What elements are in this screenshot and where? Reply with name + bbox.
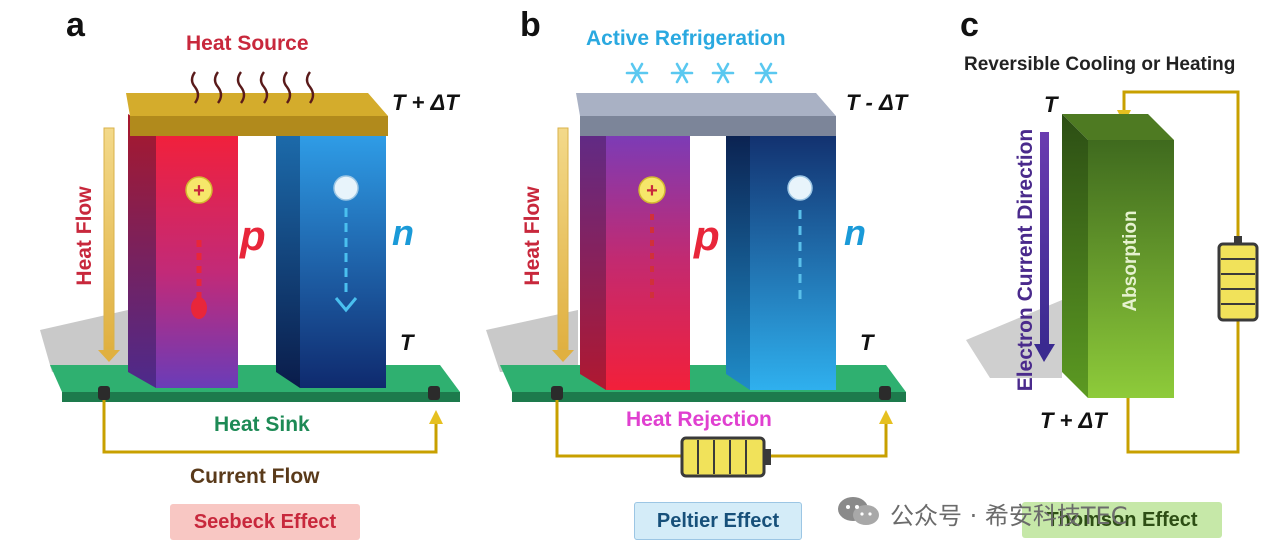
- panel-a-n-leg-side: [276, 120, 300, 388]
- panel-c-letter: c: [960, 6, 979, 44]
- panel-a-heat-sink-front: [62, 392, 460, 402]
- panel-a-effect-label: Seebeck Effect: [170, 504, 360, 540]
- panel-a-heat-waves: [190, 71, 315, 104]
- panel-a-p-label: p: [240, 212, 266, 259]
- panel-a-temp-top: T + ΔT: [392, 90, 459, 115]
- panel-b-p-label: p: [694, 212, 720, 259]
- panel-a-connector-left: [98, 386, 110, 400]
- panel-c-electron-arrow: [1040, 132, 1049, 346]
- panel-b-cold-plate-top: [576, 93, 836, 116]
- panel-a-hole-drop: [191, 297, 207, 319]
- panel-a-heat-sink-top: [50, 365, 460, 392]
- panel-b-connector-right: [879, 386, 891, 400]
- panel-b-heat-flow-arrowhead: [552, 350, 574, 362]
- panel-c-shadow: [966, 300, 1062, 378]
- panel-b-connector-left: [551, 386, 563, 400]
- panel-b-battery-icon: [680, 436, 771, 478]
- panel-a-p-leg-side: [128, 114, 156, 388]
- panel-b-n-leg-side: [726, 120, 750, 390]
- panel-b-p-leg-side: [580, 114, 606, 390]
- panel-c-temp-bottom: T + ΔT: [1040, 408, 1107, 433]
- panel-c-battery-icon: [1217, 236, 1259, 322]
- panel-a-heat-flow-label: Heat Flow: [73, 186, 96, 286]
- panel-b-title: Active Refrigeration: [586, 27, 786, 50]
- panel-a-wire: [102, 400, 438, 454]
- panel-b-cold-plate-front: [580, 116, 836, 136]
- panel-b-p-leg: [606, 132, 690, 390]
- panel-c-effect-label: Thomson Effect: [1022, 502, 1222, 538]
- panel-b: +: [486, 62, 906, 478]
- panel-a-heat-flow-arrow: [103, 127, 115, 351]
- panel-a-heat-source-top: [126, 93, 388, 116]
- panel-a-letter: a: [66, 6, 85, 44]
- panel-b-effect-label: Peltier Effect: [634, 502, 802, 540]
- panel-b-hot-plate-front: [512, 392, 906, 402]
- panel-c-temp-top: T: [1044, 92, 1058, 117]
- panel-c-block-side: [1062, 114, 1088, 398]
- panel-a-hole-plus: +: [193, 180, 205, 202]
- panel-a-hole-symbol: [185, 176, 213, 204]
- panel-b-snowflake-icons: [625, 62, 778, 84]
- panel-b-heat-flow-arrow: [557, 127, 569, 351]
- watermark-logo-icon: [836, 493, 882, 529]
- panel-b-shadow: [486, 310, 578, 372]
- panel-a-heat-sink-label: Heat Sink: [214, 413, 310, 436]
- panel-b-heat-rejection-label: Heat Rejection: [626, 408, 772, 431]
- panel-a-temp-bottom: T: [400, 330, 414, 355]
- panel-a-current-flow-label: Current Flow: [190, 465, 320, 488]
- panel-a: +: [40, 71, 460, 454]
- panel-a-electron-arrowhead: [334, 297, 358, 313]
- panel-c-block-front: [1088, 140, 1174, 398]
- panel-c-electron-direction-label: Electron Current Direction: [1014, 128, 1037, 392]
- panel-c-block-label: Absorption: [1120, 210, 1141, 312]
- panel-a-n-leg: [300, 132, 386, 388]
- panel-c-title: Reversible Cooling or Heating: [964, 54, 1236, 75]
- panel-b-letter: b: [520, 6, 541, 44]
- panel-a-heat-source-label: Heat Source: [186, 32, 309, 55]
- panel-a-heat-flow-arrowhead: [98, 350, 120, 362]
- panel-a-n-label: n: [392, 212, 414, 253]
- watermark-text: 公众号 · 希安科技TEC: [890, 502, 1128, 530]
- panel-c: [966, 90, 1259, 454]
- panel-b-temp-bottom: T: [860, 330, 874, 355]
- panel-b-n-leg: [750, 132, 836, 390]
- panel-a-connector-right: [428, 386, 440, 400]
- panel-b-hole-symbol: [638, 176, 666, 204]
- panel-c-block-top: [1062, 114, 1174, 140]
- panel-a-shadow: [40, 310, 128, 372]
- panel-b-wire-arrowhead: [879, 410, 893, 424]
- panel-a-wire-arrowhead: [429, 410, 443, 424]
- panel-a-electron-symbol: [333, 175, 359, 201]
- panel-b-heat-flow-label: Heat Flow: [521, 186, 544, 286]
- panel-b-n-label: n: [844, 212, 866, 253]
- panel-b-temp-top: T - ΔT: [846, 90, 908, 115]
- panel-b-hole-plus: +: [646, 180, 658, 202]
- panel-b-electron-symbol: [787, 175, 813, 201]
- panel-a-heat-source-front: [130, 116, 388, 136]
- panel-c-electron-arrowhead: [1034, 344, 1055, 362]
